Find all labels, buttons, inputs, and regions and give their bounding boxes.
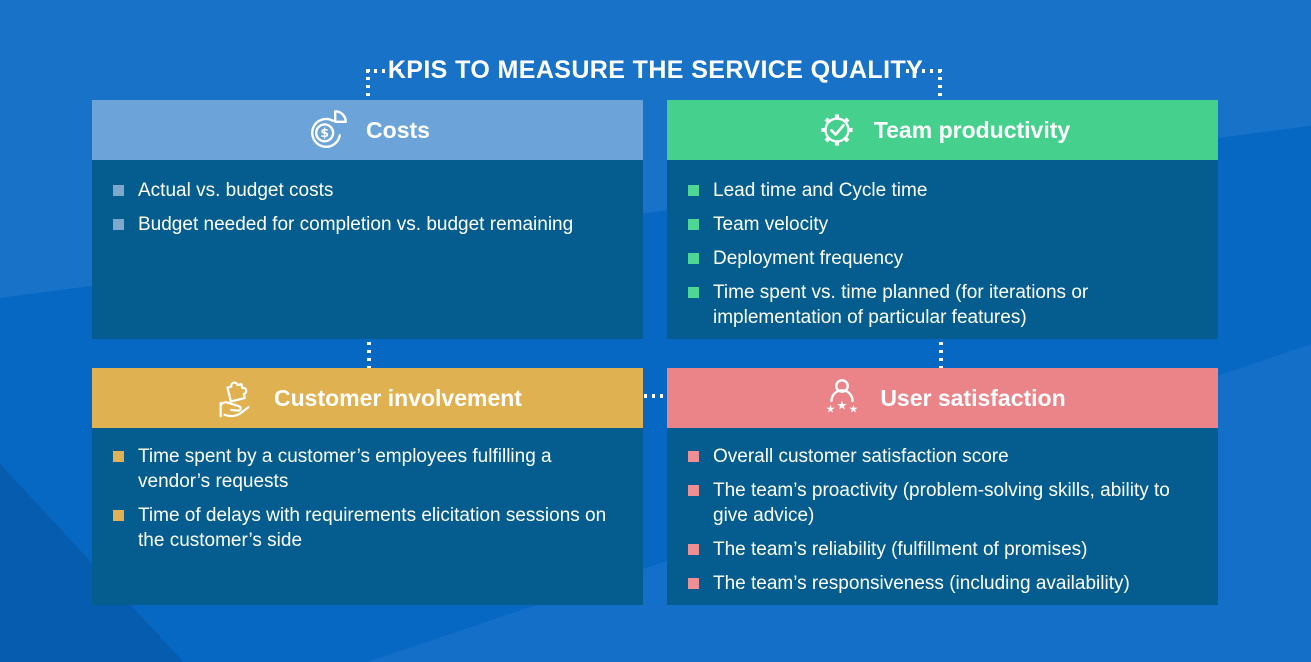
list-item: Time spent by a customer’s employees ful…	[113, 444, 613, 494]
bullet-square-icon	[113, 510, 124, 521]
panel-user-satisfaction: ★ ★ ★ User satisfaction Overall customer…	[667, 368, 1218, 605]
list-item: Team velocity	[688, 212, 1178, 237]
dotted-line	[938, 69, 942, 100]
bullet-square-icon	[688, 185, 699, 196]
list-item: Time spent vs. time planned (for iterati…	[688, 280, 1178, 330]
bullet-square-icon	[688, 253, 699, 264]
list-item-text: Time of delays with requirements elicita…	[138, 505, 607, 551]
svg-text:$: $	[320, 125, 329, 140]
svg-text:★: ★	[837, 398, 848, 413]
panel-title: User satisfaction	[880, 384, 1066, 411]
list-item-text: Lead time and Cycle time	[713, 180, 928, 201]
user-satisfaction-list: Overall customer satisfaction score The …	[688, 444, 1200, 596]
bullet-square-icon	[688, 219, 699, 230]
list-item: Budget needed for completion vs. budget …	[113, 212, 603, 237]
customer-involvement-list: Time spent by a customer’s employees ful…	[113, 444, 613, 553]
panel-title: Team productivity	[873, 116, 1071, 143]
list-item: The team’s reliability (fulfillment of p…	[688, 537, 1200, 562]
panel-title: Costs	[366, 116, 430, 143]
costs-body: Actual vs. budget costs Budget needed fo…	[92, 160, 643, 339]
panel-title: Customer involvement	[274, 384, 522, 411]
bullet-square-icon	[113, 451, 124, 462]
bullet-square-icon	[688, 287, 699, 298]
team-productivity-body: Lead time and Cycle time Team velocity D…	[667, 160, 1218, 339]
team-productivity-list: Lead time and Cycle time Team velocity D…	[688, 178, 1178, 330]
panel-customer-involvement: Customer involvement Time spent by a cus…	[92, 368, 643, 605]
list-item: Overall customer satisfaction score	[688, 444, 1200, 469]
list-item-text: The team’s reliability (fulfillment of p…	[713, 539, 1088, 560]
hand-puzzle-icon	[213, 375, 259, 421]
dotted-line	[366, 69, 370, 100]
list-item-text: Team velocity	[713, 214, 829, 235]
bullet-square-icon	[688, 544, 699, 555]
costs-header: $ Costs	[92, 100, 643, 160]
customer-involvement-header: Customer involvement	[92, 368, 643, 428]
list-item-text: Actual vs. budget costs	[138, 180, 334, 201]
list-item-text: Time spent vs. time planned (for iterati…	[713, 282, 1089, 328]
bullet-square-icon	[688, 485, 699, 496]
dotted-line	[939, 342, 943, 368]
list-item: Actual vs. budget costs	[113, 178, 603, 203]
pie-dollar-icon: $	[305, 107, 351, 153]
list-item-text: Overall customer satisfaction score	[713, 446, 1009, 467]
bullet-square-icon	[688, 578, 699, 589]
bullet-square-icon	[113, 219, 124, 230]
dotted-line	[366, 69, 402, 73]
dotted-line	[644, 394, 668, 398]
person-stars-icon: ★ ★ ★	[819, 375, 865, 421]
list-item-text: Deployment frequency	[713, 248, 904, 269]
dotted-line	[367, 342, 371, 368]
list-item-text: The team’s responsiveness (including ava…	[713, 573, 1130, 594]
svg-text:★: ★	[849, 403, 858, 415]
list-item: Lead time and Cycle time	[688, 178, 1178, 203]
list-item: Deployment frequency	[688, 246, 1178, 271]
customer-involvement-body: Time spent by a customer’s employees ful…	[92, 428, 643, 605]
page-title: KPIS TO MEASURE THE SERVICE QUALITY	[387, 56, 924, 84]
list-item: The team’s proactivity (problem-solving …	[688, 478, 1200, 528]
panel-costs: $ Costs Actual vs. budget costs Budget n…	[92, 100, 643, 339]
list-item: Time of delays with requirements elicita…	[113, 503, 613, 553]
list-item: The team’s responsiveness (including ava…	[688, 571, 1200, 596]
costs-list: Actual vs. budget costs Budget needed fo…	[113, 178, 603, 237]
svg-text:★: ★	[826, 403, 835, 415]
bullet-square-icon	[113, 185, 124, 196]
bullet-square-icon	[688, 451, 699, 462]
panel-team-productivity: Team productivity Lead time and Cycle ti…	[667, 100, 1218, 339]
list-item-text: The team’s proactivity (problem-solving …	[713, 480, 1170, 526]
gear-check-icon	[815, 108, 859, 152]
user-satisfaction-body: Overall customer satisfaction score The …	[667, 428, 1218, 605]
team-productivity-header: Team productivity	[667, 100, 1218, 160]
list-item-text: Budget needed for completion vs. budget …	[138, 214, 574, 235]
list-item-text: Time spent by a customer’s employees ful…	[138, 446, 552, 492]
dotted-line	[906, 69, 942, 73]
user-satisfaction-header: ★ ★ ★ User satisfaction	[667, 368, 1218, 428]
